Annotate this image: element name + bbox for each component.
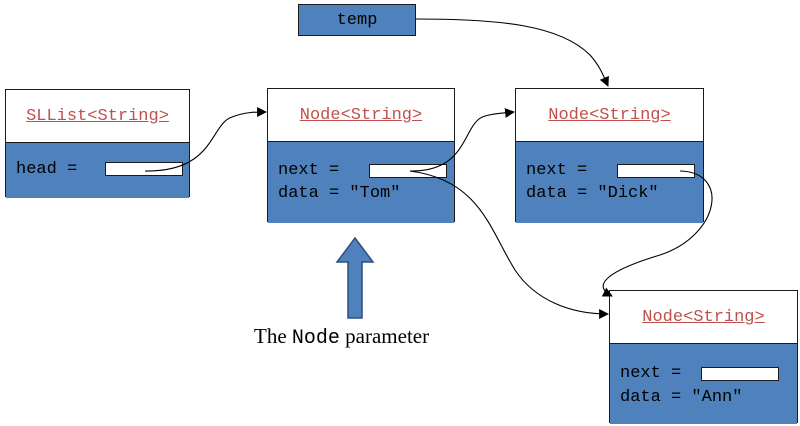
next-label: next = — [620, 364, 682, 383]
data-label: data = "Dick" — [526, 184, 659, 203]
node-title: Node<String> — [548, 105, 671, 125]
node-header: Node<String> — [516, 89, 703, 142]
data-label: data = "Tom" — [278, 184, 401, 203]
node-box-tom: Node<String> next = data = "Tom" — [267, 88, 455, 223]
next-pointer-slot — [701, 367, 779, 381]
caption-suffix: parameter — [339, 324, 430, 348]
caption: The Node parameter — [254, 324, 429, 350]
node-body: next = data = "Dick" — [516, 142, 703, 223]
node-header: Node<String> — [610, 291, 797, 344]
node-title: Node<String> — [642, 307, 765, 327]
sllist-title: SLList<String> — [26, 106, 169, 126]
node-body: next = data = "Tom" — [268, 142, 454, 223]
node-body: next = data = "Ann" — [610, 344, 797, 424]
temp-variable-box: temp — [298, 4, 416, 36]
head-pointer-slot — [105, 162, 183, 176]
sllist-box: SLList<String> head = — [5, 89, 190, 198]
node-header: Node<String> — [268, 89, 454, 142]
arrow-temp-to-dick — [415, 18, 609, 87]
arrow-head-to-tom — [144, 107, 267, 172]
next-label: next = — [526, 161, 588, 180]
arrow-tom-to-ann — [409, 170, 609, 319]
up-arrow-icon — [335, 236, 375, 319]
node-box-ann: Node<String> next = data = "Ann" — [609, 290, 798, 424]
arrow-tom-to-dick — [409, 108, 515, 172]
temp-label: temp — [336, 10, 378, 30]
head-label: head = — [16, 160, 78, 179]
data-label: data = "Ann" — [620, 388, 743, 407]
node-box-dick: Node<String> next = data = "Dick" — [515, 88, 704, 223]
arrow-dick-to-ann — [601, 170, 713, 297]
node-title: Node<String> — [299, 105, 423, 125]
next-pointer-slot — [617, 164, 695, 178]
sllist-header: SLList<String> — [6, 90, 189, 143]
caption-prefix: The — [254, 324, 292, 348]
next-label: next = — [278, 161, 340, 180]
caption-code: Node — [291, 327, 340, 350]
